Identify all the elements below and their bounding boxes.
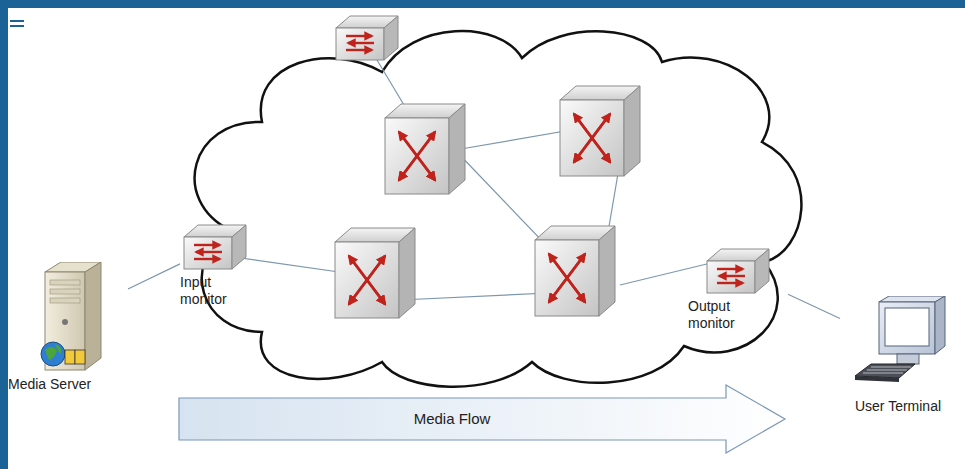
node-label: Media Server [8, 376, 126, 393]
server-node: Media Server [8, 262, 128, 393]
flow-label: Media Flow [178, 384, 726, 454]
switch-node: Input monitor [180, 222, 250, 308]
link-line [128, 264, 180, 289]
switch-icon [183, 222, 247, 272]
node-label: User Terminal [840, 398, 956, 415]
terminal-node: User Terminal [840, 296, 958, 415]
server-icon [31, 262, 105, 374]
node-label: Input monitor [180, 274, 250, 308]
terminal-icon [849, 296, 949, 396]
switch-node: Output monitor [688, 246, 788, 332]
node-label: Output monitor [688, 298, 768, 332]
flow-arrow: Media Flow [178, 384, 788, 454]
link-line [788, 294, 840, 318]
switch-icon [706, 246, 770, 296]
